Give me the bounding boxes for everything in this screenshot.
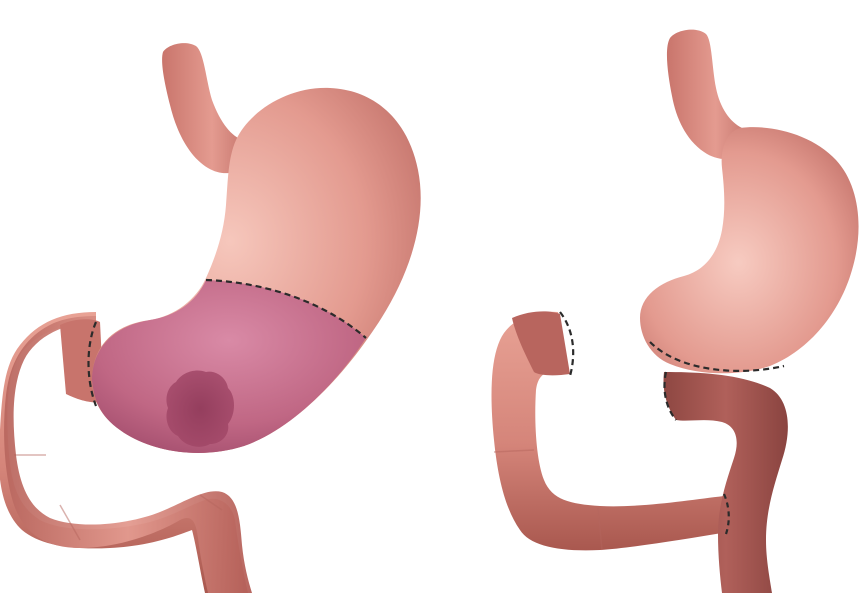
- jejunal-limb: [664, 372, 788, 593]
- gastric-remnant: [640, 127, 859, 373]
- panel-after: [492, 30, 859, 593]
- panel-before: [0, 43, 421, 593]
